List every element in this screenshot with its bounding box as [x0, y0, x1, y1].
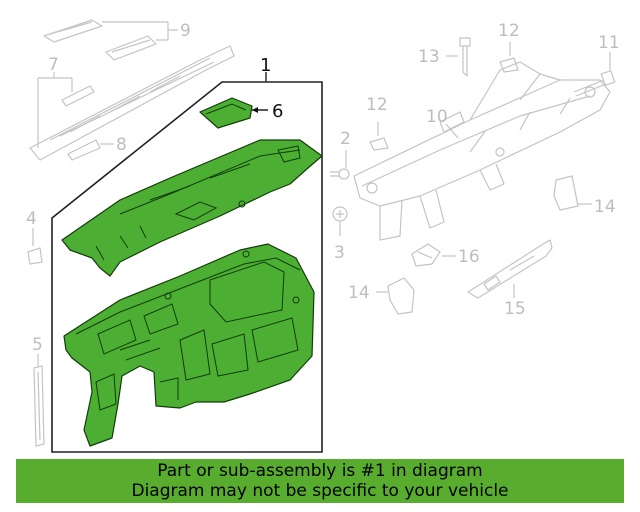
leader-10: [445, 123, 459, 139]
group-frame: [51, 81, 323, 453]
callout-14-right: 14: [594, 197, 616, 217]
clip-part-3: [332, 206, 348, 236]
seal-part-5: [33, 354, 45, 447]
callout-9: 9: [180, 21, 191, 41]
leader-7: [37, 72, 73, 148]
clip-part-4: [27, 228, 43, 265]
bracket-part-14-right: [553, 175, 592, 211]
nut-part-12-left: [369, 122, 389, 151]
vent-part-8: [67, 139, 101, 161]
diagram-notice-banner: Part or sub-assembly is #1 in diagram Di…: [16, 459, 624, 503]
screw-part-2: [330, 150, 350, 180]
trim-part-15: [467, 239, 553, 299]
callout-15: 15: [504, 299, 526, 319]
callout-4: 4: [26, 209, 37, 229]
callout-2: 2: [340, 129, 351, 149]
callout-12-top: 12: [498, 21, 520, 41]
callout-13: 13: [418, 47, 440, 67]
callout-10: 10: [426, 107, 448, 127]
banner-line-2: Diagram may not be specific to your vehi…: [131, 481, 509, 501]
nut-part-12-top: [499, 42, 519, 73]
bolt-part-13: [446, 37, 471, 77]
defroster-vent-part-9: [43, 19, 157, 61]
callout-6: 6: [272, 101, 283, 122]
cross-car-beam-part-10: [353, 61, 611, 241]
callout-8: 8: [116, 135, 127, 155]
callout-7: 7: [48, 55, 59, 75]
bracket-part-14-lower: [376, 277, 415, 315]
callout-16: 16: [458, 247, 480, 267]
leader-6-arrow: [252, 107, 258, 113]
callout-11: 11: [598, 33, 620, 53]
bracket-part-16: [411, 243, 456, 267]
vent-part-7: [61, 85, 95, 107]
leader-9: [102, 21, 178, 41]
windshield-trim-part: [29, 45, 235, 161]
instrument-panel-part-1: [63, 243, 315, 447]
callout-3: 3: [334, 243, 345, 263]
upper-panel-part: [61, 139, 323, 277]
parts-diagram: 1 2 3 4 5 6 7 8 9 10 11 12 12 13 14 14 1…: [26, 19, 620, 453]
bolt-part-11: [573, 52, 616, 97]
callout-12-left: 12: [366, 95, 388, 115]
callout-1: 1: [260, 55, 271, 76]
banner-line-1: Part or sub-assembly is #1 in diagram: [157, 461, 483, 481]
callout-5: 5: [32, 335, 43, 355]
cover-part-6: [199, 97, 253, 129]
callout-14-lower: 14: [348, 283, 370, 303]
